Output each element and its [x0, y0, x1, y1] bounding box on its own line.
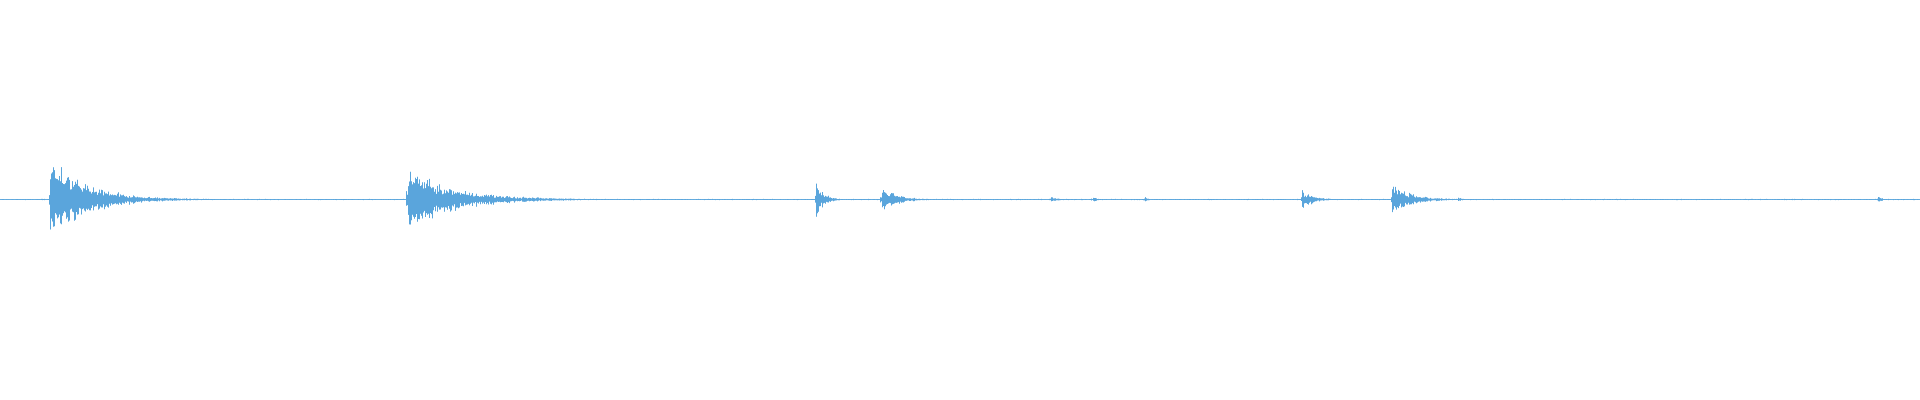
waveform-trace [0, 167, 1920, 230]
